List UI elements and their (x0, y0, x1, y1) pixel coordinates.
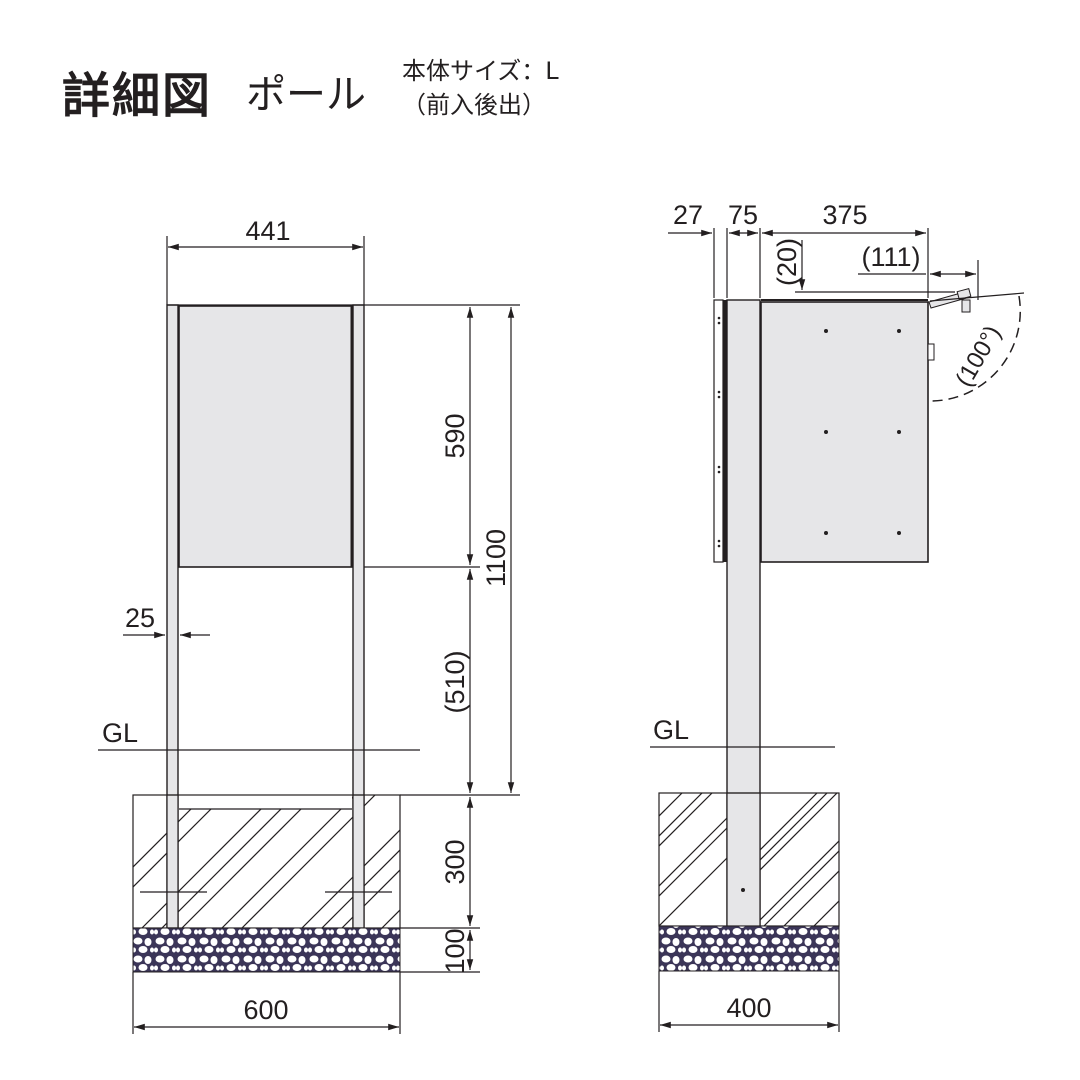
dim-total-height: 1100 (481, 529, 511, 587)
dim-lid-projection: (111) (861, 242, 920, 272)
size-note-line1: 本体サイズ：L (402, 57, 559, 85)
dim-lid-offset: (20) (772, 238, 802, 286)
dim-body-height: 590 (440, 413, 470, 458)
dim-gravel-depth: 100 (440, 928, 470, 973)
ground-level-label-side: GL (653, 715, 689, 745)
size-note: 本体サイズ：L （前入後出） (402, 54, 559, 122)
dim-clearance: (510) (440, 650, 470, 713)
gravel-bed-front (132, 927, 401, 973)
dim-pole-depth: 75 (728, 200, 758, 230)
dim-front-width: 441 (245, 216, 290, 246)
mailbox-body-front (178, 305, 353, 568)
dim-lid-angle: (100°) (950, 321, 1006, 391)
dim-foundation-width-front: 600 (243, 995, 288, 1025)
size-note-line2: （前入後出） (402, 91, 546, 119)
ground-level-label: GL (102, 718, 138, 748)
page-title: 詳細図 (62, 68, 213, 124)
mailbox-body-side (760, 301, 929, 563)
dim-back-plate: 27 (673, 200, 703, 230)
front-view: 441 590 1100 (510) 300 100 25 (98, 216, 520, 1034)
side-view: 27 75 375 (20) (111) (650, 200, 1025, 1032)
dim-post-width: 25 (125, 603, 155, 633)
dim-foundation-depth: 300 (440, 839, 470, 884)
dim-body-depth: 375 (822, 200, 867, 230)
page-subtitle: ポール (246, 72, 366, 118)
dim-foundation-width-side: 400 (726, 993, 771, 1023)
gravel-bed-side (658, 925, 840, 972)
